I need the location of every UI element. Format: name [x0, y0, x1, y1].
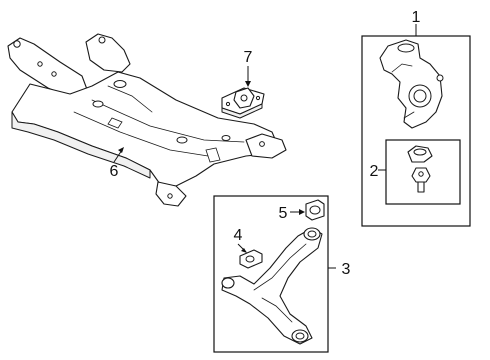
control-arm-box	[213, 195, 329, 353]
callout-1: 1	[412, 9, 421, 26]
callout-6: 6	[110, 163, 119, 180]
ball-joint-part[interactable]	[407, 145, 433, 193]
mount-bracket-part[interactable]	[221, 87, 265, 119]
callout-3: 3	[342, 261, 351, 278]
callout-5: 5	[279, 205, 288, 222]
callout-4: 4	[234, 227, 243, 244]
lower-control-arm-part[interactable]	[221, 227, 323, 345]
bushing-4-part[interactable]	[239, 249, 263, 269]
subframe-part[interactable]	[7, 33, 287, 207]
callout-2: 2	[370, 163, 379, 180]
leader-lines	[113, 24, 417, 269]
callout-7: 7	[244, 49, 253, 66]
bushing-5-part[interactable]	[305, 199, 325, 221]
ball-joint-box	[385, 139, 461, 205]
steering-knuckle-part[interactable]	[379, 39, 444, 129]
